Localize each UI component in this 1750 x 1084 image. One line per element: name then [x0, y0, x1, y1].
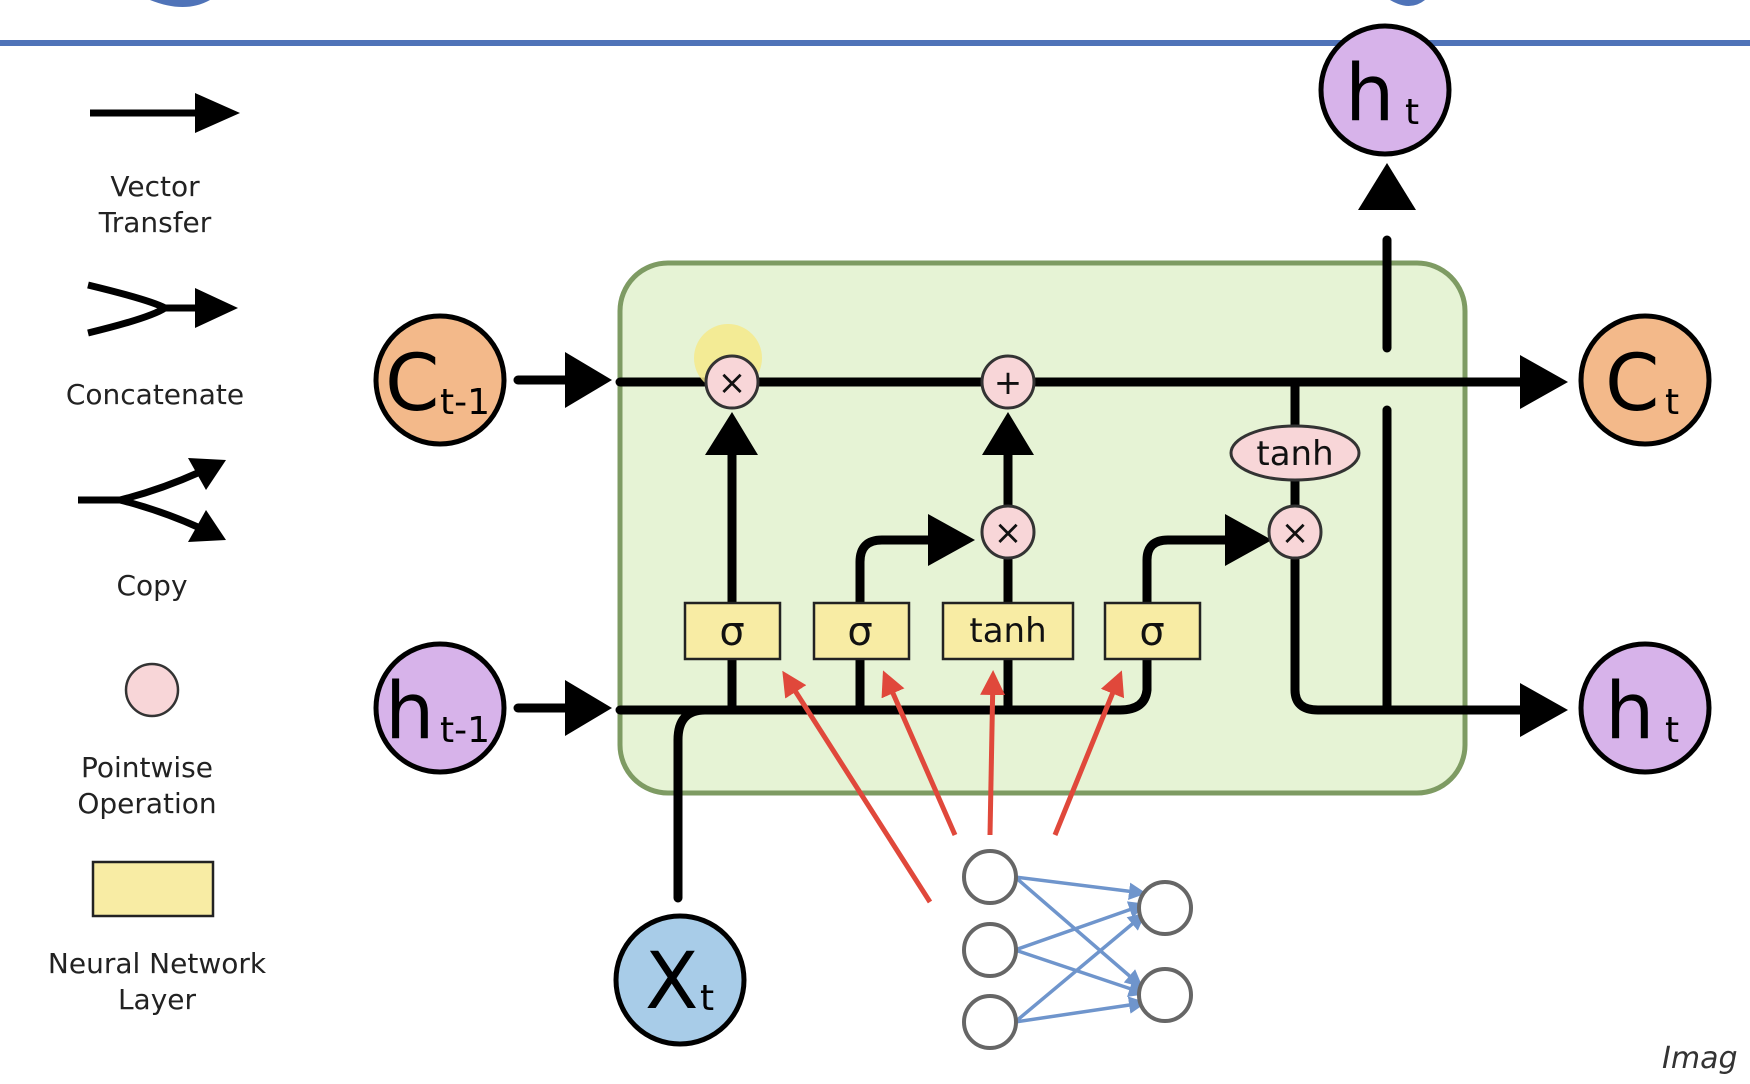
input-multiply-op	[980, 504, 1036, 560]
input-gate-layer	[812, 601, 911, 661]
candidate-layer-label: tanh	[969, 611, 1046, 651]
forget-multiply-op	[704, 354, 760, 410]
connections	[513, 235, 1530, 903]
pointwise-ops: × + × × tanh	[694, 324, 1361, 560]
forget-multiply-symbol: ×	[718, 363, 747, 403]
c-t-sub: t	[1665, 382, 1679, 423]
output-gate-layer	[1103, 601, 1202, 661]
x-t-main: X	[645, 937, 698, 1027]
node-h-prev: h t-1	[373, 641, 507, 775]
cell-tanh-label: tanh	[1256, 434, 1333, 474]
c-prev-sub: t-1	[440, 382, 490, 423]
node-c-t: C t	[1578, 313, 1712, 447]
output-multiply-op	[1267, 504, 1323, 560]
node-x-t: X t	[613, 913, 747, 1047]
x-t-sub: t	[700, 978, 714, 1019]
input-gate-label: σ	[847, 609, 872, 655]
mini-network	[782, 670, 1193, 1050]
h-t-out-main: h	[1605, 667, 1654, 757]
pointwise-legend-icon	[124, 662, 180, 718]
legend-pointwise-line2: Operation	[77, 787, 216, 820]
legend-concatenate: Concatenate	[66, 378, 244, 411]
input-multiply-symbol: ×	[994, 513, 1023, 553]
h-t-out-sub: t	[1665, 710, 1679, 751]
h-prev-main: h	[385, 667, 434, 757]
legend: Vector Transfer Concatenate Copy Pointwi…	[48, 93, 267, 1016]
lstm-cell-box	[617, 260, 1468, 796]
vector-transfer-icon	[90, 93, 240, 133]
forget-gate-layer	[683, 601, 782, 661]
add-op	[980, 354, 1036, 410]
add-symbol: +	[994, 363, 1023, 403]
cell-tanh-op	[1229, 424, 1361, 482]
blue-connections	[1013, 875, 1147, 1024]
legend-nn-layer-line2: Layer	[118, 983, 197, 1016]
forget-gate-label: σ	[719, 609, 744, 655]
node-h-t-top: h t	[1318, 23, 1452, 157]
legend-pointwise-line1: Pointwise	[81, 751, 213, 784]
gate-layers: σ σ tanh σ	[683, 601, 1202, 661]
copy-icon	[78, 458, 226, 542]
nn-layer-legend-icon	[91, 860, 215, 918]
h-t-top-main: h	[1345, 49, 1394, 139]
legend-copy: Copy	[116, 569, 187, 602]
arrowheads	[565, 163, 1568, 737]
c-prev-main: C	[385, 339, 439, 429]
legend-vector-transfer-line2: Transfer	[98, 206, 212, 239]
red-arrows	[782, 670, 1125, 904]
output-multiply-symbol: ×	[1281, 513, 1310, 553]
output-gate-label: σ	[1139, 609, 1164, 655]
legend-nn-layer-line1: Neural Network	[48, 947, 267, 980]
legend-vector-transfer-line1: Vector	[110, 170, 200, 203]
candidate-layer	[941, 601, 1075, 661]
concatenate-icon	[87, 281, 238, 337]
header-bar	[0, 0, 1750, 46]
node-h-t-out: h t	[1578, 641, 1712, 775]
h-t-top-sub: t	[1405, 92, 1419, 133]
image-credit-text: Imag	[1662, 1041, 1738, 1076]
h-prev-sub: t-1	[440, 710, 490, 751]
c-t-main: C	[1605, 339, 1659, 429]
node-c-prev: C t-1	[373, 313, 507, 447]
